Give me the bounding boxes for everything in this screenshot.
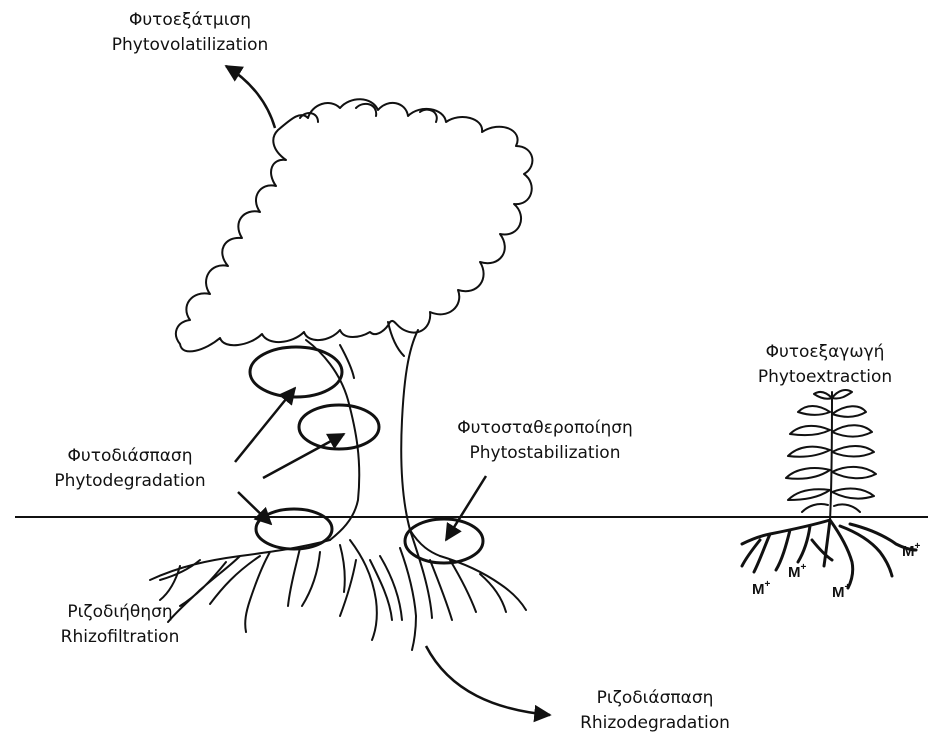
- label-phytoextraction: Φυτοεξαγωγή Phytoextraction: [730, 340, 920, 390]
- ellipse-root-crown: [256, 509, 332, 549]
- arrow-degradation-1: [235, 388, 295, 462]
- metal-ion-4: M+: [902, 541, 921, 560]
- ellipse-trunk: [299, 405, 379, 449]
- small-plant-drawing: [742, 390, 916, 588]
- metal-ion-1: M+: [752, 579, 771, 598]
- label-phytodegradation-gr: Φυτοδιάσπαση: [20, 444, 240, 469]
- label-phytovolatilization-en: Phytovolatilization: [90, 33, 290, 58]
- label-phytodegradation-en: Phytodegradation: [20, 469, 240, 494]
- arrow-volatilization: [226, 66, 275, 128]
- label-phytovolatilization: Φυτοεξάτμιση Phytovolatilization: [90, 8, 290, 58]
- arrow-degradation-2: [263, 434, 344, 478]
- label-phytostabilization-en: Phytostabilization: [440, 441, 650, 466]
- label-rhizofiltration: Ριζοδιήθηση Rhizofiltration: [30, 600, 210, 650]
- metal-ion-2: M+: [788, 562, 807, 581]
- metal-ion-markers: M+ M+ M+ M+: [752, 541, 921, 601]
- label-rhizofiltration-en: Rhizofiltration: [30, 625, 210, 650]
- tree-canopy: [176, 99, 532, 351]
- arrow-rhizodegradation: [426, 646, 550, 715]
- label-phytoextraction-en: Phytoextraction: [730, 365, 920, 390]
- label-rhizodegradation: Ριζοδιάσπαση Rhizodegradation: [555, 686, 755, 736]
- plant-roots: [742, 520, 916, 588]
- label-phytoextraction-gr: Φυτοεξαγωγή: [730, 340, 920, 365]
- label-phytovolatilization-gr: Φυτοεξάτμιση: [90, 8, 290, 33]
- label-rhizodegradation-gr: Ριζοδιάσπαση: [555, 686, 755, 711]
- label-rhizofiltration-gr: Ριζοδιήθηση: [30, 600, 210, 625]
- label-phytostabilization-gr: Φυτοσταθεροποίηση: [440, 416, 650, 441]
- label-phytostabilization: Φυτοσταθεροποίηση Phytostabilization: [440, 416, 650, 466]
- metal-ion-3: M+: [832, 582, 851, 601]
- label-phytodegradation: Φυτοδιάσπαση Phytodegradation: [20, 444, 240, 494]
- label-rhizodegradation-en: Rhizodegradation: [555, 711, 755, 736]
- ellipse-canopy-base: [250, 347, 342, 397]
- arrow-degradation-3: [238, 492, 271, 524]
